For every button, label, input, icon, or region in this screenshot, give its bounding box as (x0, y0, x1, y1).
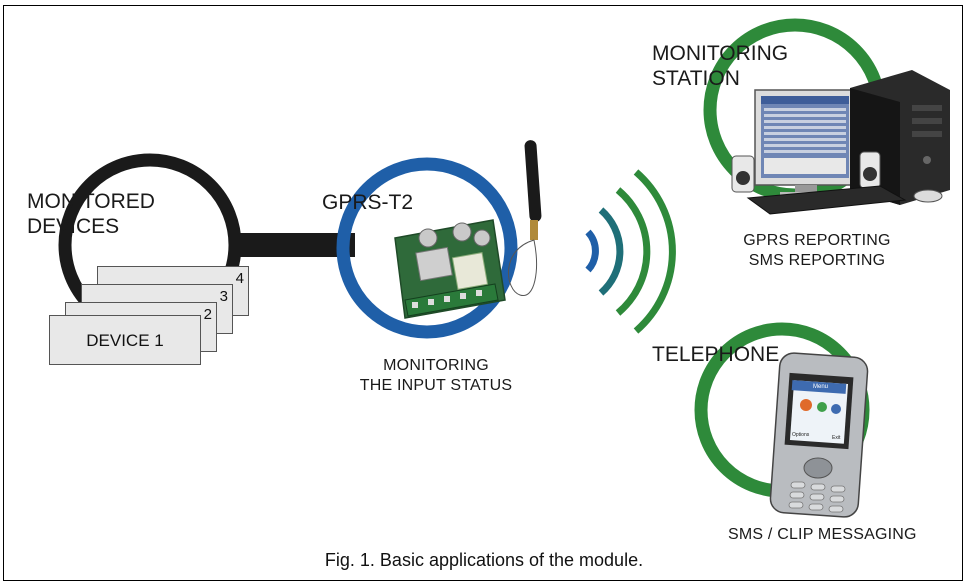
figure-caption: Fig. 1. Basic applications of the module… (324, 550, 644, 570)
device-number-3: 3 (219, 288, 228, 305)
gprs-module-board-icon (394, 219, 506, 319)
computer-icon (731, 70, 950, 215)
device-1-label: DEVICE 1 (86, 331, 164, 350)
station-desc-line2: SMS REPORTING (748, 252, 886, 269)
station-desc-line1: GPRS REPORTING (743, 232, 891, 249)
figure-border (3, 5, 963, 581)
radio-waves-icon (585, 169, 676, 334)
phone-right-softkey: Exit (832, 435, 841, 441)
phone-menu-title: Menu (813, 384, 829, 390)
monitored-devices-label-line1: MONITORED (27, 190, 155, 213)
module-ring (336, 157, 518, 339)
module-desc-line2: THE INPUT STATUS (359, 377, 513, 394)
monitoring-station-label-line2: STATION (652, 67, 740, 90)
device-number-4: 4 (235, 270, 244, 287)
device-card-1: DEVICE 1 (49, 315, 201, 365)
phone-left-softkey: Options (792, 432, 810, 438)
module-desc-line1: MONITORING (383, 357, 489, 374)
connector-bar (230, 233, 355, 257)
mobile-phone-icon (769, 352, 869, 518)
monitored-devices-label-line2: DEVICES (27, 215, 120, 238)
antenna-icon (508, 140, 542, 296)
telephone-desc: SMS / CLIP MESSAGING (728, 526, 917, 543)
telephone-label: TELEPHONE (652, 343, 780, 366)
monitoring-station-label-line1: MONITORING (652, 42, 789, 65)
module-name-label: GPRS-T2 (322, 191, 414, 214)
device-number-2: 2 (203, 306, 212, 323)
